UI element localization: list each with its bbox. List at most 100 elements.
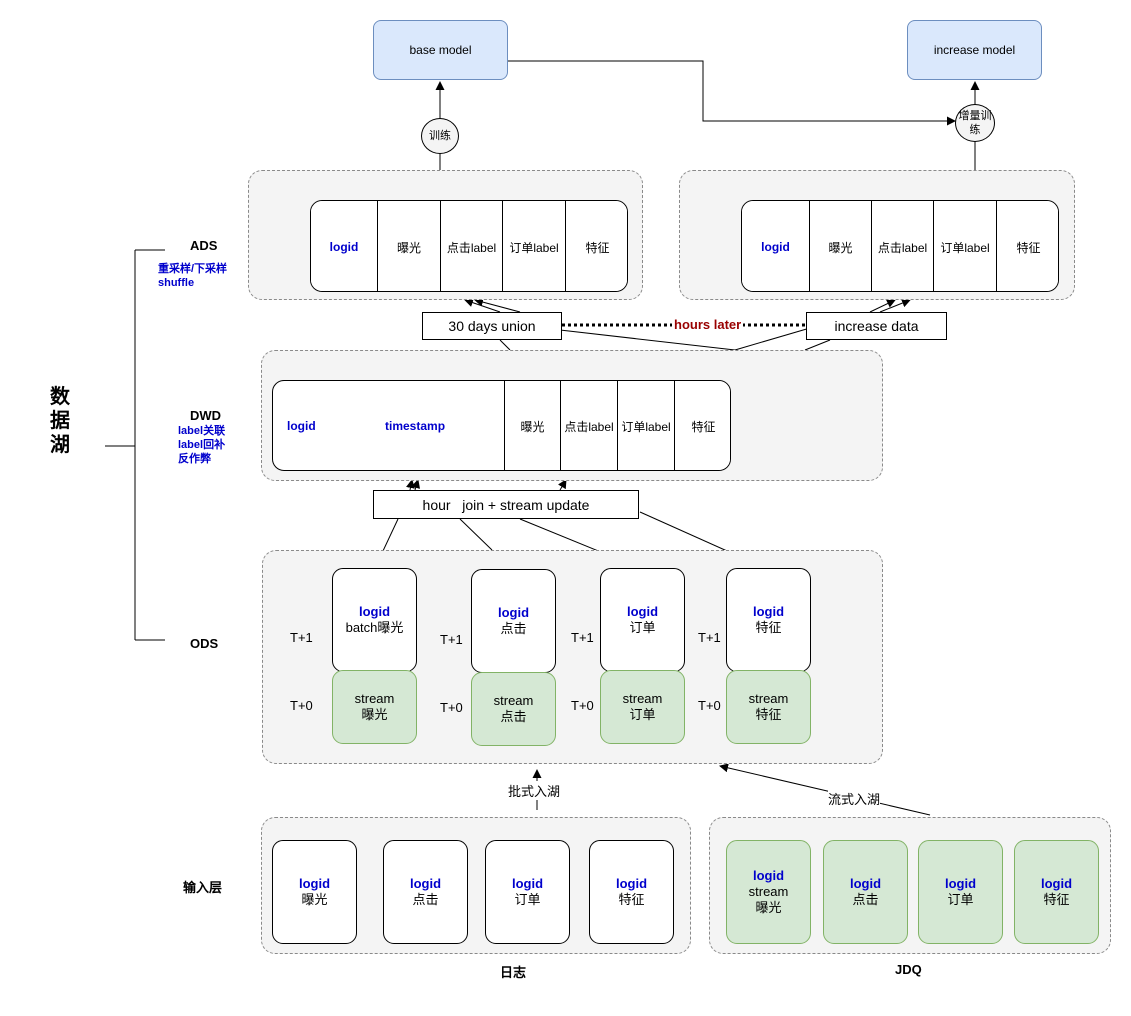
input-log-click: logid 点击 — [383, 840, 468, 944]
card-name: 特征 — [755, 620, 782, 635]
union-node: 30 days union — [422, 312, 562, 340]
increase-data-node: increase data — [806, 312, 947, 340]
card-line: 特征 — [755, 707, 782, 722]
log-group-label: 日志 — [500, 965, 527, 980]
dwd-col: 曝光 — [504, 381, 561, 470]
card-name: 曝光 — [301, 892, 328, 907]
dwd-logid: logid — [287, 419, 316, 433]
ads-col: logid — [311, 201, 378, 291]
dwd-timestamp: timestamp — [385, 419, 446, 433]
ods-t0-label: T+0 — [290, 698, 313, 713]
dwd-col: 点击label — [561, 381, 618, 470]
base-to-incr-edge — [508, 60, 956, 126]
ods-batch-feature: logid 特征 — [726, 568, 811, 672]
card-name: 点击 — [500, 621, 527, 636]
card-key: logid — [626, 604, 659, 619]
ads-col: logid — [742, 201, 810, 291]
card-name: 订单 — [629, 620, 656, 635]
card-key: logid — [409, 876, 442, 891]
dwd-layer-label: DWD — [190, 408, 222, 423]
stream-in-label: 流式入湖 — [828, 789, 881, 808]
ads-sub-label: 重采样/下采样 — [158, 263, 228, 275]
dwd-col: 特征 — [675, 381, 730, 470]
input-layer-label: 输入层 — [183, 880, 223, 895]
ods-t1-label: T+1 — [698, 630, 721, 645]
ods-batch-impression: logid batch曝光 — [332, 568, 417, 672]
input-jdq-order: logid 订单 — [918, 840, 1003, 944]
ods-stream-impression: stream 曝光 — [332, 670, 417, 744]
dwd-col: 订单label — [618, 381, 675, 470]
dwd-table: logid timestamp 曝光 点击label 订单label 特征 — [272, 380, 731, 471]
ods-t1-label: T+1 — [440, 632, 463, 647]
card-name: 特征 — [1043, 892, 1070, 907]
card-key: logid — [944, 876, 977, 891]
train-node: 训练 — [421, 118, 459, 154]
jdq-group-label: JDQ — [895, 962, 922, 977]
card-line: stream — [354, 691, 395, 706]
card-line: stream — [748, 691, 789, 706]
ads-col: 订单label — [503, 201, 566, 291]
ods-t0-label: T+0 — [698, 698, 721, 713]
card-name: batch曝光 — [345, 620, 404, 635]
ods-t0-label: T+0 — [440, 700, 463, 715]
dwd-sub-label: 反作弊 — [178, 453, 211, 465]
dwd-sub-label: label关联 — [178, 425, 226, 437]
ods-stream-click: stream 点击 — [471, 672, 556, 746]
ods-stream-feature: stream 特征 — [726, 670, 811, 744]
input-jdq-click: logid 点击 — [823, 840, 908, 944]
input-log-order: logid 订单 — [485, 840, 570, 944]
incr-train-node: 增量训练 — [955, 104, 995, 142]
ads-col: 特征 — [566, 201, 627, 291]
card-line: 订单 — [629, 707, 656, 722]
ads-base-table: logid 曝光 点击label 订单label 特征 — [310, 200, 628, 292]
ads-col: 订单label — [934, 201, 997, 291]
card-key: logid — [752, 604, 785, 619]
ads-col: 点击label — [872, 201, 934, 291]
card-line: stream — [622, 691, 663, 706]
input-log-impression: logid 曝光 — [272, 840, 357, 944]
train-label: 训练 — [429, 130, 451, 142]
ods-t1-label: T+1 — [290, 630, 313, 645]
ads-sub-label: shuffle — [158, 277, 195, 289]
card-line: stream — [493, 693, 534, 708]
ads-col: 特征 — [997, 201, 1058, 291]
ads-col: 曝光 — [810, 201, 872, 291]
card-key: logid — [497, 605, 530, 620]
dwd-sub-label: label回补 — [178, 439, 226, 451]
ods-stream-order: stream 订单 — [600, 670, 685, 744]
increase-model-label: increase model — [933, 43, 1016, 57]
increase-model-node: increase model — [907, 20, 1042, 80]
ads-col: 点击label — [441, 201, 503, 291]
card-name: 订单 — [514, 892, 541, 907]
input-jdq-impression: logid stream 曝光 — [726, 840, 811, 944]
base-model-label: base model — [409, 43, 472, 57]
hours-later-label: hours later — [672, 317, 744, 332]
card-line: 曝光 — [361, 707, 388, 722]
card-key: logid — [1040, 876, 1073, 891]
ods-t1-label: T+1 — [571, 630, 594, 645]
base-model-node: base model — [373, 20, 508, 80]
data-lake-label: 数据湖 — [50, 386, 70, 456]
card-name: 特征 — [618, 892, 645, 907]
card-name: 订单 — [947, 892, 974, 907]
card-key: logid — [615, 876, 648, 891]
ods-t0-label: T+0 — [571, 698, 594, 713]
ads-layer-label: ADS — [190, 238, 218, 253]
card-key: logid — [752, 868, 785, 883]
card-name: stream 曝光 — [748, 884, 789, 915]
batch-in-label: 批式入湖 — [508, 781, 561, 800]
input-jdq-feature: logid 特征 — [1014, 840, 1099, 944]
card-name: 点击 — [852, 892, 879, 907]
card-name: 点击 — [412, 892, 439, 907]
card-key: logid — [298, 876, 331, 891]
stream-in-edge — [719, 763, 931, 816]
card-key: logid — [358, 604, 391, 619]
card-key: logid — [849, 876, 882, 891]
ads-increase-table: logid 曝光 点击label 订单label 特征 — [741, 200, 1059, 292]
ods-batch-click: logid 点击 — [471, 569, 556, 673]
ods-layer-label: ODS — [190, 636, 219, 651]
card-key: logid — [511, 876, 544, 891]
input-log-feature: logid 特征 — [589, 840, 674, 944]
hour-join-node: hour join + stream update — [373, 490, 639, 519]
incr-train-label: 增量训练 — [958, 110, 992, 136]
